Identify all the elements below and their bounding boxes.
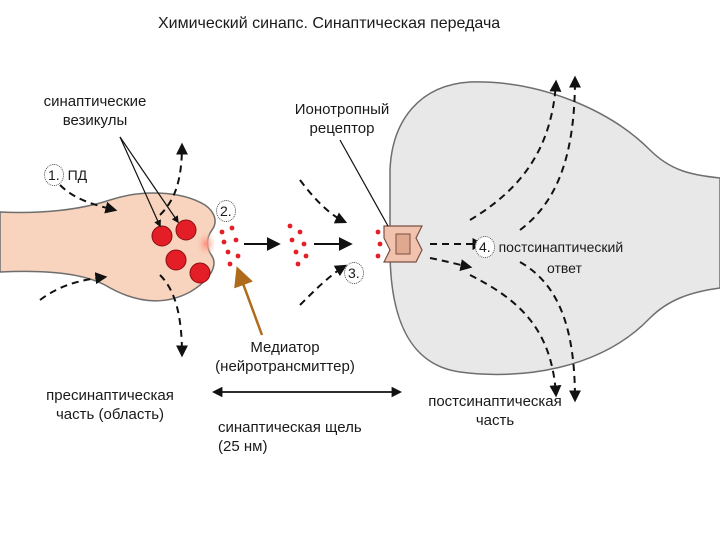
receptor-label-line1: Ионотропный [294,101,390,118]
cleft-label: синаптическая щель (25 нм) [218,418,362,456]
presynaptic-label-line1: пресинаптическая [46,387,174,404]
step-2: 2. [216,200,236,222]
postsynaptic-label-line2: часть [475,412,515,429]
receptor-label-line2: рецептор [309,120,375,137]
presynaptic-label-line2: часть (область) [55,406,165,423]
postsynaptic-region [389,81,720,376]
step-3-number: 3. [344,262,364,284]
presynaptic-label: пресинаптическая часть (область) [20,386,200,424]
release-site [196,231,216,257]
step-4-text-line1: постсинаптический [498,239,624,255]
vesicles-label-line2: везикулы [62,112,128,129]
presynaptic-current-arrows [39,142,188,358]
mediator-label-line1: Медиатор [250,339,320,356]
vesicle [165,249,187,271]
step-4-number: 4. [475,236,495,258]
presynaptic-terminal [0,192,216,302]
vesicle [189,262,211,284]
cleft-label-line2: (25 нм) [218,438,268,455]
vesicles-pointers [119,136,179,228]
vesicles-label: синаптические везикулы [30,92,160,130]
step-2-number: 2. [216,200,236,222]
vesicle [151,225,173,247]
receptor-label: Ионотропный рецептор [282,100,402,138]
postsynaptic-label: постсинаптическая часть [410,392,580,430]
step-4: 4. постсинаптический ответ [475,236,623,276]
step-1: 1. ПД [44,164,87,186]
vesicle [175,219,197,241]
step-4-text-line2: ответ [547,260,582,276]
postsynaptic-current-arrows [429,75,581,403]
step-1-text: ПД [67,167,88,183]
postsynaptic-label-line1: постсинаптическая [428,393,562,410]
mediator-label-line2: (нейротрансмиттер) [215,358,355,375]
vesicles-label-line1: синаптические [43,93,147,110]
mediator-label: Медиатор (нейротрансмиттер) [195,338,375,376]
step-1-number: 1. [44,164,64,186]
mediator-molecules-receptor [375,229,383,259]
ionotropic-receptor [383,225,423,263]
cleft-current-arrows [299,179,348,306]
step-3: 3. [344,262,364,284]
mediator-molecules-cleft [287,223,309,267]
mediator-pointer [234,266,264,336]
diagram-title: Химический синапс. Синаптическая передач… [158,15,501,32]
cleft-label-line1: синаптическая щель [218,419,362,436]
mediator-molecules-release [219,225,241,267]
receptor-pointer [339,139,389,227]
